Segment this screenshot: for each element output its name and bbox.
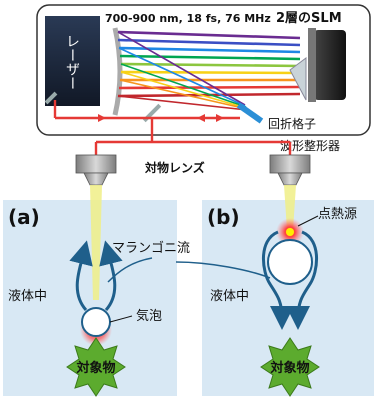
- liquid-label-b: 液体中: [210, 289, 249, 304]
- laser-block: [45, 16, 100, 106]
- objective-tip-b: [277, 172, 303, 186]
- bubble-pointer-line: [109, 315, 133, 323]
- target-star-b: [260, 337, 320, 397]
- liquid-label-a: 液体中: [8, 289, 47, 304]
- laser-label: レーザー: [64, 34, 80, 90]
- heat-pointer-line: [297, 215, 319, 227]
- bubble-b: [267, 239, 313, 285]
- point-heat-source: [286, 228, 294, 236]
- laser-path-external: [94, 118, 292, 155]
- panel-a-label: (a): [8, 205, 40, 229]
- flow-right-b: [286, 230, 319, 330]
- marangoni-flow-left-a: [69, 240, 93, 311]
- flow-left-b: [261, 230, 294, 330]
- grating-label: 回折格子: [268, 116, 316, 131]
- spec-text: 700-900 nm, 18 fs, 76 MHz: [105, 12, 271, 25]
- diffraction-grating: [236, 102, 264, 124]
- slm-prism: [289, 57, 307, 101]
- objective-label: 対物レンズ: [144, 160, 205, 175]
- laser-path-arrows: [98, 114, 224, 122]
- target-label-a: 対象物: [75, 360, 115, 376]
- slm-device: [314, 30, 346, 100]
- objective-lens-a: [75, 154, 117, 174]
- target-label-b: 対象物: [269, 360, 309, 376]
- marangoni-label: マランゴニ流: [112, 240, 190, 256]
- marangoni-pointer-line: [107, 257, 153, 283]
- slm-label: 2層のSLM: [276, 11, 342, 26]
- fold-mirror-left: [44, 91, 58, 105]
- panel-b-label: (b): [207, 205, 240, 229]
- spectrum-beams: [117, 30, 301, 111]
- objective-lens-b: [269, 154, 311, 174]
- shaper-label: 波形整形器: [280, 138, 340, 153]
- curved-mirror: [112, 27, 123, 116]
- objective-tip-a: [83, 172, 109, 186]
- laser-path-internal: [53, 100, 240, 120]
- target-star-a: [66, 337, 126, 397]
- bubble-label: 気泡: [136, 308, 162, 324]
- bubble-a: [81, 307, 111, 337]
- slm-front-plate: [308, 28, 316, 102]
- heat-source-label: 点熱源: [318, 207, 357, 222]
- marangoni-flow-right-a: [99, 240, 123, 311]
- beam-cone-a: [90, 185, 102, 300]
- marangoni-pointer-b: [175, 261, 271, 279]
